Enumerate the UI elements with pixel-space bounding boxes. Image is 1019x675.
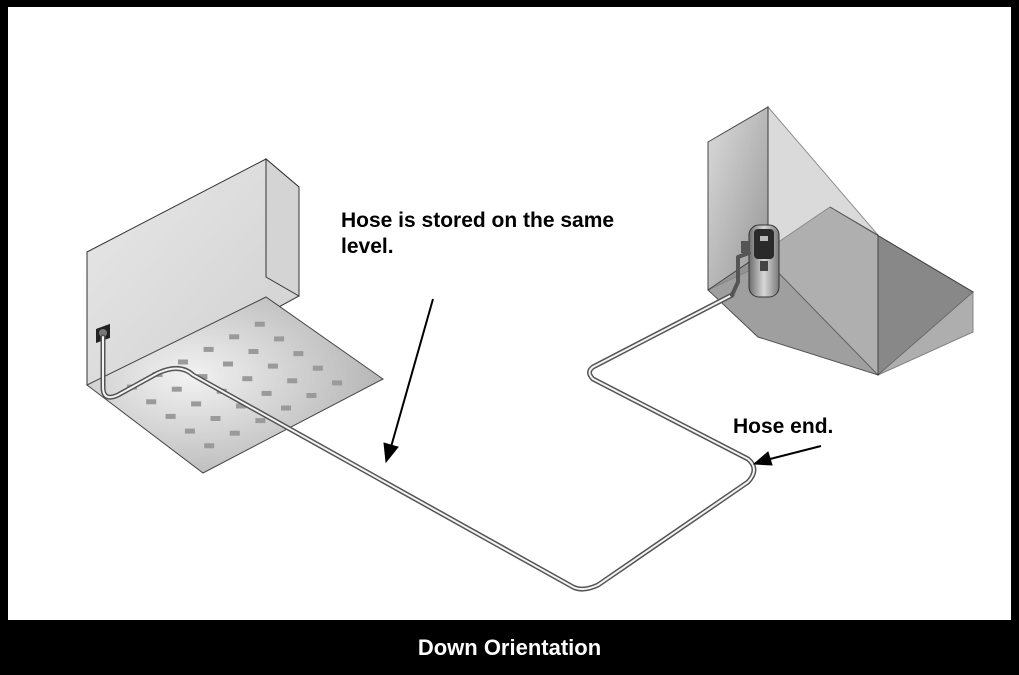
wall-inlet-icon — [96, 323, 110, 343]
diagram-panel: Hose is stored on the same level. Hose e… — [8, 7, 1011, 620]
floor-tile — [281, 405, 291, 411]
floor-tile — [236, 403, 246, 409]
floor-tile — [248, 349, 259, 354]
floor-tile — [210, 416, 221, 421]
floor-tile — [229, 430, 240, 436]
central-vacuum-unit-icon — [741, 224, 780, 298]
hose-line — [100, 251, 757, 592]
floor-tile — [165, 413, 176, 419]
caption-bar: Down Orientation — [0, 620, 1019, 675]
floor-tile — [242, 376, 253, 382]
left-room-floor — [86, 296, 384, 474]
floor-tile — [171, 386, 182, 392]
arrow-icon — [383, 298, 434, 464]
floor-tile — [203, 346, 214, 352]
floor-tile — [146, 399, 157, 405]
arrow-icon — [752, 445, 822, 466]
floor-tile — [223, 361, 233, 367]
floor-tile — [191, 401, 202, 407]
floor-tile — [254, 321, 265, 327]
floor-tile — [255, 418, 266, 424]
caption-title: Down Orientation — [417, 634, 602, 660]
floor-tile — [229, 334, 240, 340]
floor-tile — [178, 359, 188, 365]
hose-stored-label: Hose is stored on the same level. — [341, 209, 615, 258]
floor-tile — [261, 390, 272, 396]
floor-tile — [204, 443, 215, 449]
floor-tile — [332, 380, 343, 386]
right-room-far-wall — [829, 206, 974, 376]
left-room-side-wall — [265, 157, 300, 297]
floor-tile — [274, 336, 285, 342]
right-room — [707, 105, 974, 377]
floor-tile-pattern — [126, 321, 343, 449]
floor-tile — [184, 428, 195, 434]
floor-tile — [293, 351, 304, 357]
floor-tile — [287, 378, 298, 384]
floor-tile — [197, 374, 208, 380]
floor-tile — [267, 363, 278, 369]
left-room — [86, 157, 384, 474]
floor-tile — [312, 365, 323, 371]
floor-tile — [306, 393, 317, 398]
hose-end-label: Hose end. — [733, 415, 834, 438]
orientation-diagram — [86, 105, 974, 592]
